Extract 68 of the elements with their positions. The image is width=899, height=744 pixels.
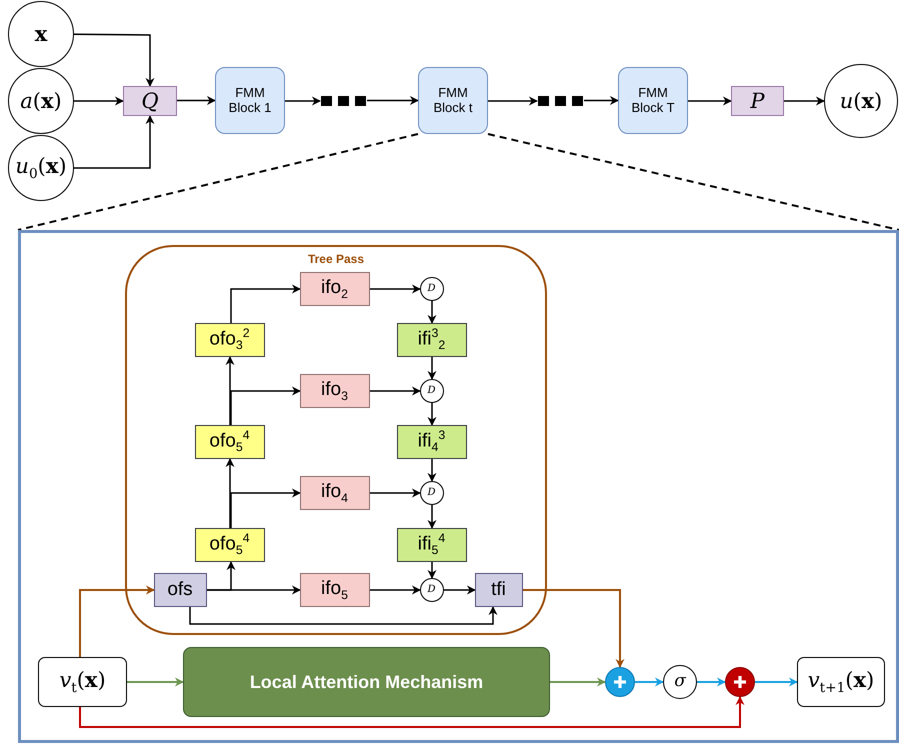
arrow (550, 678, 606, 686)
detail-panel (18, 230, 899, 743)
arrow (370, 386, 421, 396)
operator-box: Q (123, 86, 177, 116)
arrow (688, 96, 732, 106)
arrow (523, 589, 624, 668)
block-box: FMM Block T (618, 67, 688, 134)
arrow (79, 696, 744, 728)
arrow (127, 678, 184, 686)
input-circle: a(x) (8, 68, 74, 134)
operator-circle: D (420, 578, 444, 602)
arrow (189, 606, 498, 625)
block-box: FMM Block t (418, 67, 488, 134)
arrow (285, 96, 321, 106)
group-container (125, 245, 547, 635)
input-circle: u$_{0}$(x) (8, 135, 74, 201)
zoom-line (18, 133, 418, 231)
arrow (370, 488, 421, 498)
operator-box: P (731, 86, 784, 116)
ellipsis-squares (537, 96, 584, 106)
output-box: v$_{t+1}$(x) (797, 657, 885, 707)
process-box: ifo$_{3}$ (300, 374, 370, 408)
input-box: v$_{t}$(x) (38, 657, 127, 707)
process-box: ofs (154, 572, 206, 606)
arrow (428, 403, 436, 426)
add-circle (725, 667, 755, 697)
operator-circle: D (420, 276, 444, 300)
arrow (755, 678, 798, 686)
group-title: Tree Pass (308, 253, 364, 267)
activation-circle: σ (663, 665, 697, 699)
zoom-line (488, 133, 899, 231)
arrow (230, 488, 301, 528)
arrow (74, 34, 154, 87)
arrow (370, 586, 421, 594)
process-box: Local Attention Mechanism (183, 647, 550, 717)
block-box: FMM Block 1 (215, 67, 285, 134)
arrow (428, 562, 436, 579)
arrow (226, 356, 234, 425)
add-circle (605, 667, 635, 697)
arrow (177, 96, 216, 105)
process-box: ifo$_{2}$ (300, 272, 370, 306)
operator-circle: D (420, 378, 444, 402)
process-box: ifo$_{5}$ (300, 572, 370, 606)
output-circle: u(x) (824, 64, 898, 138)
arrow (79, 586, 155, 657)
operator-circle: D (420, 480, 444, 504)
arrow (428, 357, 436, 380)
arrow (74, 96, 124, 106)
process-box: ifo$_{4}$ (300, 476, 370, 510)
input-circle: x (8, 1, 74, 67)
arrow (635, 678, 664, 686)
arrow (207, 586, 301, 594)
arrow (428, 301, 436, 324)
arrow (370, 284, 421, 294)
arrow (428, 459, 436, 482)
arrow (784, 96, 825, 106)
arrow (697, 678, 726, 686)
process-box: tfi (474, 572, 522, 606)
arrow (230, 284, 301, 323)
arrow (584, 96, 619, 105)
arrow (428, 505, 436, 529)
arrow (226, 458, 234, 528)
arrow (488, 96, 538, 106)
arrow (367, 96, 419, 105)
arrow (74, 115, 154, 169)
ellipsis-squares (320, 96, 367, 106)
arrow (230, 386, 301, 425)
arrow (444, 586, 476, 594)
